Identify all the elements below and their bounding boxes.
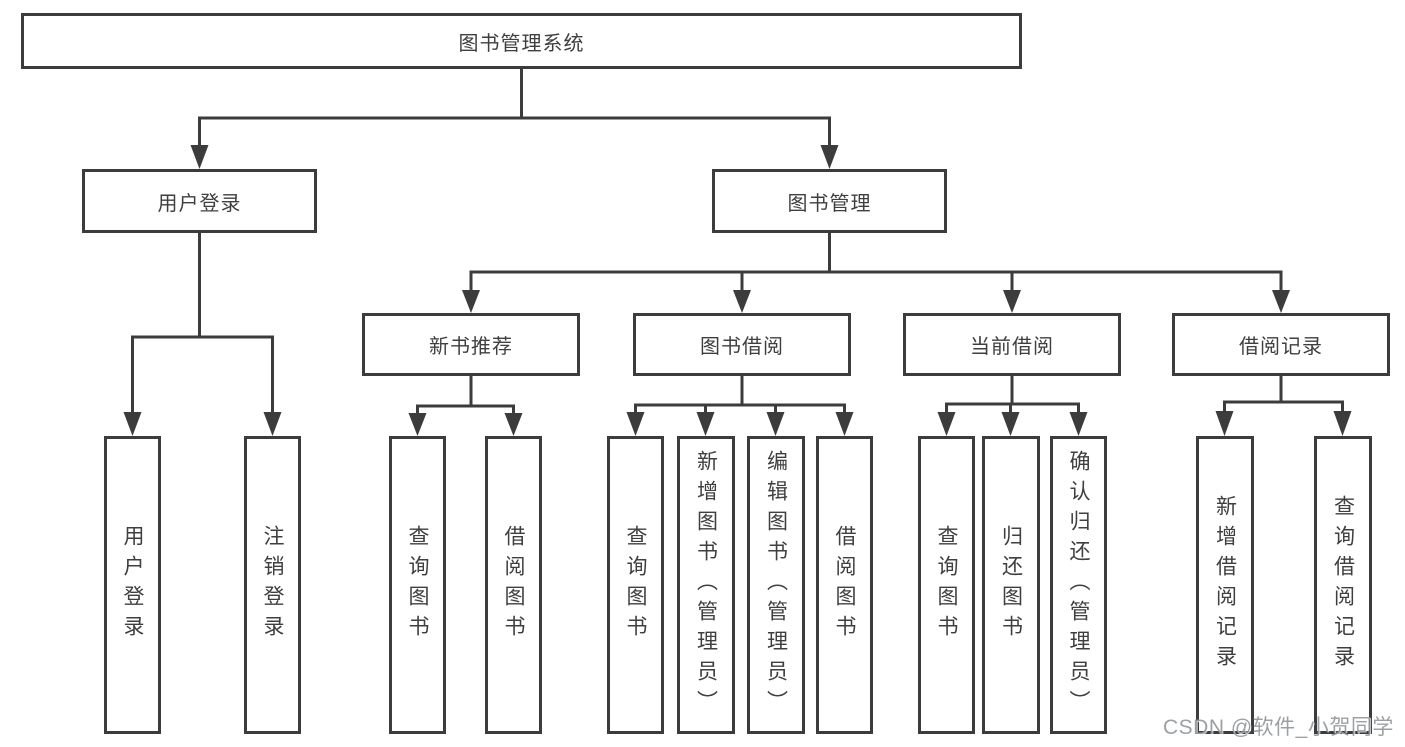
leaf-user-login: 用户登录 [104,436,161,734]
leaf-edit-books-admin: 编辑图书（管理员） [747,436,805,734]
connector-current-borrowing-to-leaves [937,376,1088,436]
leaf-add-borrow-record: 新增借阅记录 [1196,436,1254,734]
node-borrowing-records: 借阅记录 [1172,313,1390,376]
leaf-query-books-current: 查询图书 [918,436,975,734]
leaf-query-books-recommend: 查询图书 [389,436,446,734]
node-book-management-branch: 图书管理 [712,169,947,233]
node-root-library-system: 图书管理系统 [21,13,1022,69]
csdn-watermark: CSDN @软件_小贺同学 [1163,716,1394,739]
connector-borrowing-records-to-leaves [1215,376,1352,436]
leaf-add-books-admin: 新增图书（管理员） [677,436,735,734]
connector-book-borrowing-to-leaves [626,376,854,436]
node-current-borrowing: 当前借阅 [903,313,1121,376]
connector-root-to-level2 [190,69,839,169]
leaf-borrow-books: 借阅图书 [816,436,873,734]
leaf-confirm-return-admin: 确认归还（管理员） [1050,436,1107,734]
leaf-query-books-borrowing: 查询图书 [607,436,664,734]
leaf-logout: 注销登录 [244,436,301,734]
connector-user-login-to-leaves [123,233,282,436]
leaf-borrow-books-recommend: 借阅图书 [485,436,542,734]
leaf-return-books: 归还图书 [982,436,1040,734]
leaf-query-borrow-record: 查询借阅记录 [1314,436,1372,734]
node-book-borrowing: 图书借阅 [633,313,851,376]
connector-new-book-recommend-to-leaves [408,376,523,436]
node-user-login-branch: 用户登录 [82,169,317,233]
node-new-book-recommend: 新书推荐 [362,313,580,376]
connector-book-management-to-level3 [462,233,1290,313]
